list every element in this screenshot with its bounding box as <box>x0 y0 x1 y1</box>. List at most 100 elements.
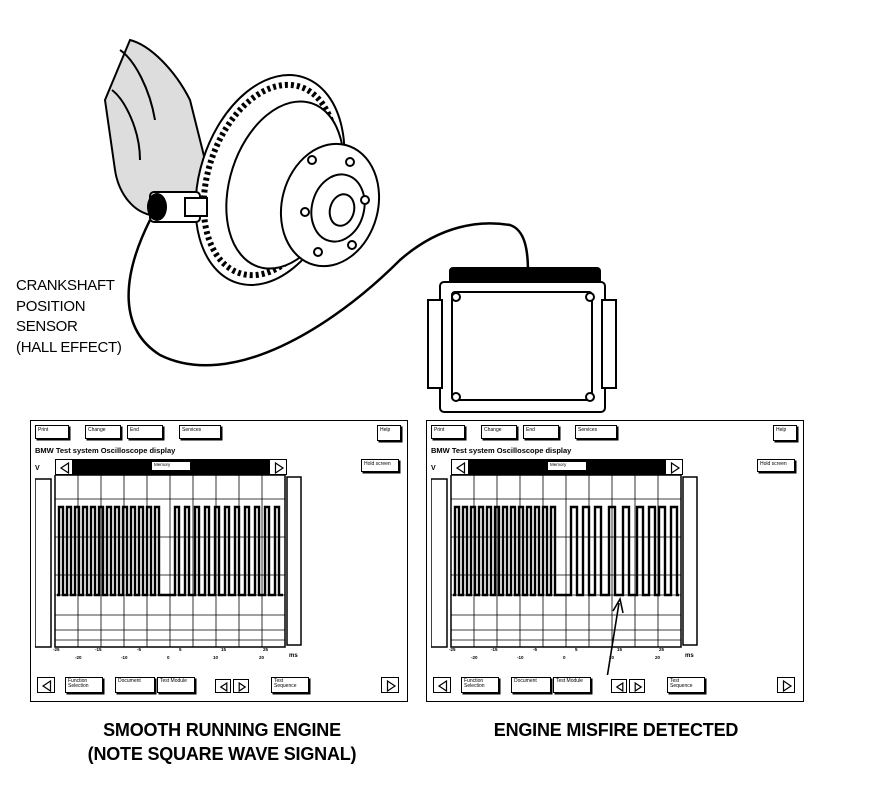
square-wave-signal <box>57 505 283 597</box>
left-arrow-icon <box>219 681 228 693</box>
sensor-label: CRANKSHAFT POSITION SENSOR (HALL EFFECT) <box>16 276 122 358</box>
tick-label-top-5: 25 <box>659 647 665 652</box>
tick-label-bottom-4: 20 <box>655 655 661 660</box>
toolbar-button-0[interactable]: Print <box>431 425 465 439</box>
bottom-button-1[interactable]: Document <box>511 677 551 693</box>
tick-label-top-0: -25 <box>449 647 456 652</box>
tick-label-top-4: 15 <box>617 647 623 652</box>
left-arrow-icon <box>59 461 70 475</box>
toolbar-button-2[interactable]: End <box>127 425 163 439</box>
help-button[interactable]: Help <box>773 425 797 441</box>
caption-smooth-line-1: SMOOTH RUNNING ENGINE <box>103 720 341 740</box>
tick-label-top-4: 15 <box>221 647 227 652</box>
scroll-right-button[interactable] <box>269 459 287 475</box>
caption-smooth-line-2: (NOTE SQUARE WAVE SIGNAL) <box>87 744 357 764</box>
toolbar-button-3[interactable]: Services <box>575 425 617 439</box>
tick-label-bottom-4: 20 <box>259 655 265 660</box>
help-button[interactable]: Help <box>377 425 401 441</box>
tick-label-bottom-2: 0 <box>563 655 566 660</box>
bottom-button-2[interactable]: Test Module <box>553 677 591 693</box>
right-arrow-icon <box>238 681 247 693</box>
tick-label-bottom-0: -20 <box>471 655 478 660</box>
right-arrow-icon <box>386 679 397 693</box>
toolbar-button-1[interactable]: Change <box>481 425 517 439</box>
next-button[interactable] <box>629 679 645 693</box>
x-axis-unit: ms <box>685 653 694 659</box>
hold-screen-button[interactable]: Hold screen <box>361 459 399 472</box>
hall-effect-sensor-illustration <box>147 191 208 223</box>
left-arrow-icon <box>437 679 448 693</box>
sensor-label-line-4: (HALL EFFECT) <box>16 338 122 356</box>
page-back-button[interactable] <box>37 677 55 693</box>
left-arrow-icon <box>455 461 466 475</box>
sensor-label-line-3: SENSOR <box>16 318 78 335</box>
bottom-button-3[interactable]: Test Sequence <box>271 677 309 693</box>
page-back-button[interactable] <box>433 677 451 693</box>
right-arrow-icon <box>274 461 285 475</box>
bottom-button-2[interactable]: Test Module <box>157 677 195 693</box>
toolbar-button-1[interactable]: Change <box>85 425 121 439</box>
tick-label-top-5: 25 <box>263 647 269 652</box>
prev-button[interactable] <box>611 679 627 693</box>
control-module-illustration <box>427 267 617 413</box>
caption-smooth-running: SMOOTH RUNNING ENGINE (NOTE SQUARE WAVE … <box>40 718 404 766</box>
tick-label-bottom-0: -20 <box>75 655 82 660</box>
bottom-button-3[interactable]: Test Sequence <box>667 677 705 693</box>
bottom-button-0[interactable]: Function Selection <box>65 677 103 693</box>
left-arrow-icon <box>615 681 624 693</box>
right-side-panel <box>682 476 698 646</box>
right-arrow-icon <box>670 461 681 475</box>
square-wave-signal <box>453 505 679 597</box>
memory-indicator: Memory <box>151 461 191 471</box>
scroll-left-button[interactable] <box>55 459 73 475</box>
oscilloscope-waveform-plot <box>431 475 698 675</box>
tick-label-top-3: 5 <box>179 647 182 652</box>
tick-label-top-2: -5 <box>137 647 142 652</box>
tick-label-bottom-3: 10 <box>609 655 615 660</box>
right-side-panel <box>286 476 302 646</box>
x-axis-unit: ms <box>289 653 298 659</box>
sensor-label-line-2: POSITION <box>16 297 86 315</box>
right-arrow-icon <box>634 681 643 693</box>
left-side-panel <box>35 478 52 648</box>
scroll-left-button[interactable] <box>451 459 469 475</box>
memory-indicator: Memory <box>547 461 587 471</box>
sensor-cable <box>127 219 530 367</box>
caption-misfire-line-1: ENGINE MISFIRE DETECTED <box>493 720 739 740</box>
misfire-pointer-arrow <box>606 596 624 675</box>
tick-label-bottom-2: 0 <box>167 655 170 660</box>
page-forward-button[interactable] <box>381 677 399 693</box>
toolbar-button-0[interactable]: Print <box>35 425 69 439</box>
y-axis-unit: V <box>431 465 436 472</box>
tick-label-top-0: -25 <box>53 647 60 652</box>
right-arrow-icon <box>782 679 793 693</box>
bottom-button-0[interactable]: Function Selection <box>461 677 499 693</box>
next-button[interactable] <box>233 679 249 693</box>
y-axis-unit: V <box>35 465 40 472</box>
left-arrow-icon <box>41 679 52 693</box>
bottom-button-1[interactable]: Document <box>115 677 155 693</box>
oscilloscope-waveform-plot <box>35 475 302 648</box>
left-side-panel <box>431 478 448 648</box>
screen-title: BMW Test system Oscilloscope display <box>431 446 572 455</box>
toolbar-button-2[interactable]: End <box>523 425 559 439</box>
tick-label-top-1: -15 <box>491 647 498 652</box>
tick-label-bottom-1: -10 <box>517 655 524 660</box>
tick-label-bottom-3: 10 <box>213 655 219 660</box>
toolbar-button-3[interactable]: Services <box>179 425 221 439</box>
page-forward-button[interactable] <box>777 677 795 693</box>
prev-button[interactable] <box>215 679 231 693</box>
caption-misfire: ENGINE MISFIRE DETECTED <box>440 718 792 742</box>
tick-label-top-1: -15 <box>95 647 102 652</box>
tick-label-bottom-1: -10 <box>121 655 128 660</box>
crankshaft-illustration <box>103 38 381 286</box>
tick-label-top-3: 5 <box>575 647 578 652</box>
tick-label-top-2: -5 <box>533 647 538 652</box>
hold-screen-button[interactable]: Hold screen <box>757 459 795 472</box>
sensor-label-line-1: CRANKSHAFT <box>16 277 115 294</box>
screen-title: BMW Test system Oscilloscope display <box>35 446 176 455</box>
scroll-right-button[interactable] <box>665 459 683 475</box>
